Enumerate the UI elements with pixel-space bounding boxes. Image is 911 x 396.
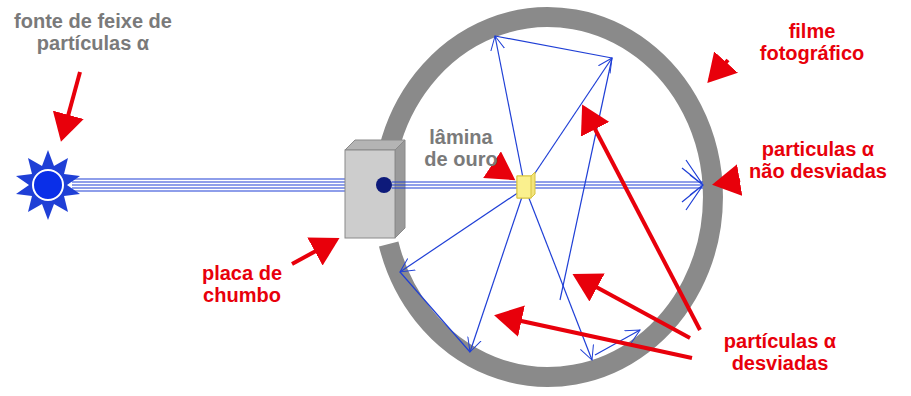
film-ring bbox=[389, 17, 713, 377]
gold-foil bbox=[517, 172, 535, 198]
alpha-source bbox=[16, 150, 80, 220]
film-label: filme fotográfico bbox=[742, 20, 882, 65]
leader-arrows bbox=[62, 60, 740, 358]
plate-label: placa de chumbo bbox=[186, 262, 298, 307]
undeflected-label: particulas α não desviadas bbox=[748, 138, 888, 183]
deflected-rays bbox=[400, 36, 640, 360]
alpha-beam bbox=[72, 179, 350, 191]
foil-label: lâmina de ouro bbox=[418, 126, 504, 171]
lead-plate bbox=[345, 140, 405, 238]
deflected-label: partículas α desviadas bbox=[700, 330, 860, 375]
source-label: fonte de feixe de partículas α bbox=[2, 10, 184, 55]
